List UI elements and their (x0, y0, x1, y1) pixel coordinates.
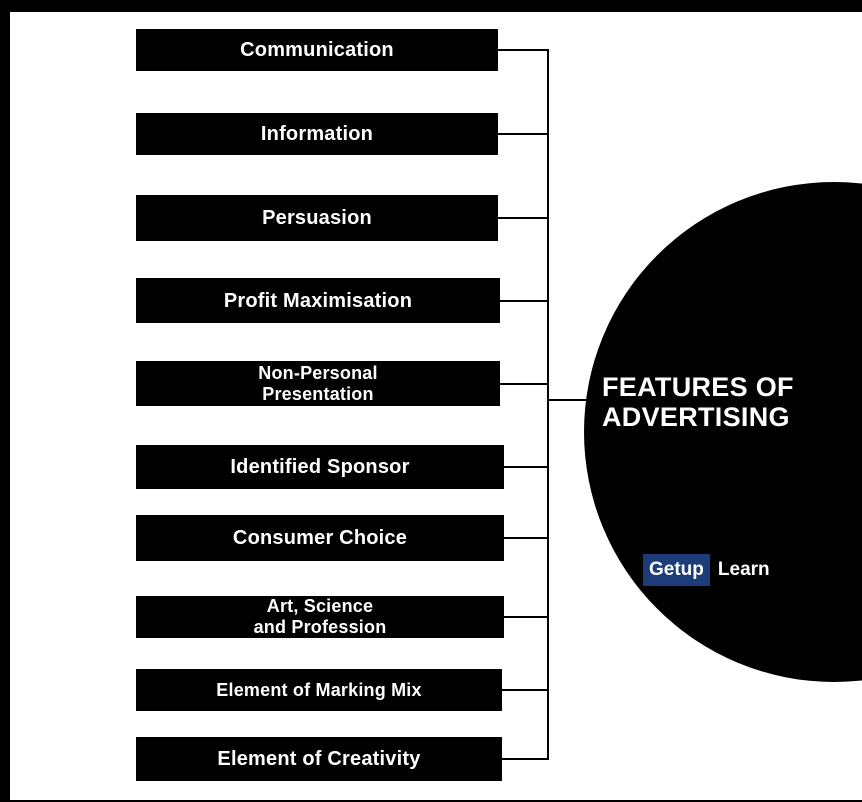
feature-label: Information (260, 123, 374, 145)
connector-line (498, 49, 549, 51)
diagram-title-line2: ADVERTISING (602, 402, 790, 432)
diagram-frame: FEATURES OF ADVERTISING Communication In… (10, 12, 862, 800)
connector-line (500, 382, 549, 385)
feature-box-profit-maximisation: Profit Maximisation (136, 278, 500, 323)
feature-label: Profit Maximisation (223, 289, 413, 312)
connector-line (502, 758, 549, 760)
feature-box-identified-sponsor: Identified Sponsor (136, 445, 504, 489)
connector-line (502, 689, 549, 691)
feature-label-line2: Presentation (262, 383, 374, 404)
connector-line (498, 217, 549, 219)
diagram-title-line1: FEATURES OF (602, 372, 794, 402)
feature-box-non-personal-presentation: Non-Personal Presentation (136, 361, 500, 406)
diagram-title: FEATURES OF ADVERTISING (602, 372, 794, 432)
feature-box-persuasion: Persuasion (136, 195, 498, 241)
brand-logo-getup: Getup (643, 554, 710, 586)
connector-line (498, 133, 549, 135)
connector-line (500, 299, 549, 302)
feature-label-line2: and Profession (253, 617, 387, 637)
connector-line (504, 466, 549, 468)
center-circle (584, 182, 862, 682)
feature-box-information: Information (136, 113, 498, 155)
bracket-line (547, 49, 549, 760)
brand-logo: Getup Learn (643, 554, 776, 586)
connector-line (504, 537, 549, 539)
feature-box-communication: Communication (136, 29, 498, 71)
connector-line (504, 616, 549, 618)
feature-label: Element of Marking Mix (216, 679, 422, 700)
center-connector-line (547, 399, 597, 401)
feature-label: Identified Sponsor (230, 456, 410, 478)
feature-label: Non-Personal (258, 362, 378, 383)
feature-label: Consumer Choice (232, 527, 408, 549)
feature-box-element-of-marking-mix: Element of Marking Mix (136, 669, 502, 711)
feature-box-element-of-creativity: Element of Creativity (136, 737, 502, 781)
feature-box-consumer-choice: Consumer Choice (136, 515, 504, 561)
feature-label: Persuasion (262, 207, 372, 229)
feature-label: Communication (240, 39, 394, 61)
brand-logo-learn: Learn (711, 554, 776, 586)
feature-label: Element of Creativity (217, 748, 421, 770)
feature-box-art-science-profession: Art, Science and Profession (136, 596, 504, 638)
feature-label: Art, Science (266, 596, 374, 616)
